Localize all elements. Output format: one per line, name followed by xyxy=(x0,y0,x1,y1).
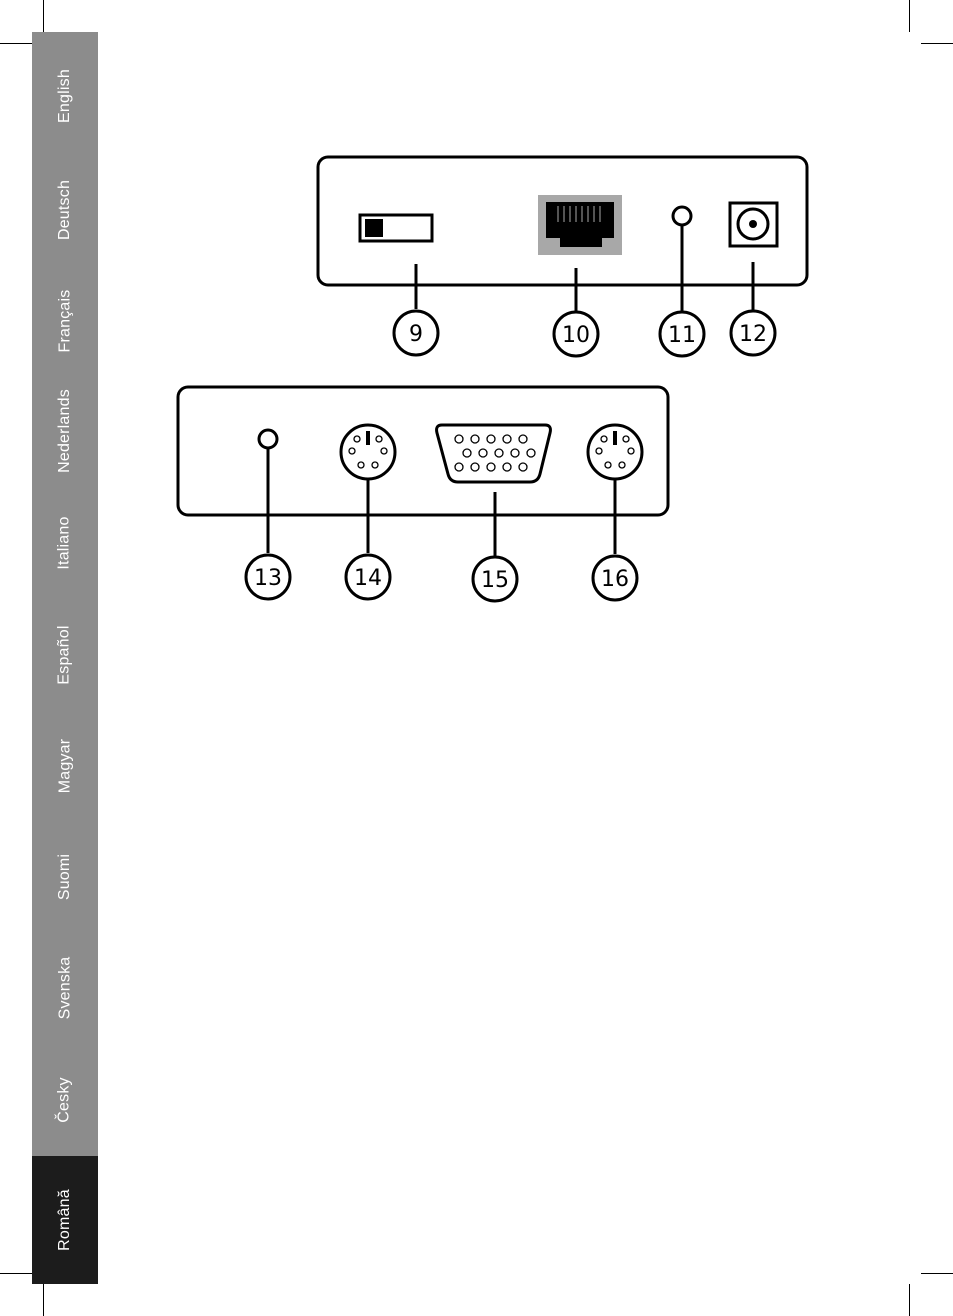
svg-text:11: 11 xyxy=(668,323,696,348)
svg-text:9: 9 xyxy=(409,322,423,347)
callout-11: 11 xyxy=(660,312,704,356)
callout-9: 9 xyxy=(394,311,438,355)
vga-port-icon xyxy=(437,425,551,482)
led-icon xyxy=(259,430,277,448)
svg-text:12: 12 xyxy=(739,322,767,347)
ps2-port-icon xyxy=(341,425,395,479)
power-jack-icon xyxy=(730,203,777,246)
ps2-port-icon xyxy=(588,425,642,479)
callout-12: 12 xyxy=(731,311,775,355)
callout-13: 13 xyxy=(246,555,290,599)
svg-text:14: 14 xyxy=(354,566,382,591)
callout-16: 16 xyxy=(593,556,637,600)
callout-15: 15 xyxy=(473,557,517,601)
svg-text:15: 15 xyxy=(481,568,509,593)
switch-icon xyxy=(360,215,432,241)
svg-text:13: 13 xyxy=(254,566,282,591)
callout-10: 10 xyxy=(554,312,598,356)
led-icon xyxy=(673,207,691,225)
svg-text:16: 16 xyxy=(601,567,629,592)
callout-14: 14 xyxy=(346,555,390,599)
rj45-port-icon xyxy=(538,195,622,255)
svg-text:10: 10 xyxy=(562,323,590,348)
